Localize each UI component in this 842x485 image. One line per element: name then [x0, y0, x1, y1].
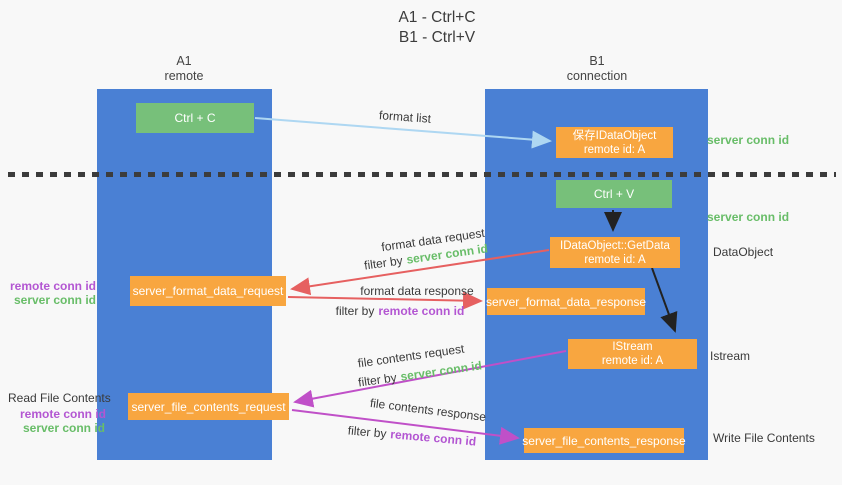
node-server-file-contents-response-label: server_file_contents_response	[522, 433, 686, 448]
filter-key-remote-conn-id: remote conn id	[389, 427, 477, 449]
edge-label-format-list: format list	[378, 108, 432, 126]
node-server-format-data-response-label: server_format_data_response	[485, 294, 647, 309]
dotted-divider	[8, 172, 836, 177]
node-save-idataobject-line2: remote id: A	[583, 143, 646, 156]
right-label-server-conn-id-2: server conn id	[707, 210, 790, 224]
right-label-dataobject: DataObject	[713, 245, 774, 259]
filter-prefix: filter by	[347, 423, 388, 441]
lane-b1-name: B1	[589, 54, 605, 68]
lane-header-b1: B1 connection	[547, 54, 647, 84]
node-ctrl-v: Ctrl + V	[556, 180, 672, 208]
lane-a1-subtitle: remote	[164, 69, 204, 83]
title-line-a1: A1 - Ctrl+C	[398, 9, 476, 26]
left-label-read-file-contents: Read File Contents	[8, 391, 111, 405]
node-ctrl-c: Ctrl + C	[136, 103, 254, 133]
node-getdata: IDataObject::GetData remote id: A	[550, 237, 680, 268]
right-label-istream: Istream	[710, 349, 751, 363]
node-server-file-contents-request: server_file_contents_request	[128, 393, 289, 420]
node-ctrl-v-label: Ctrl + V	[593, 187, 635, 201]
right-label-write-file-contents: Write File Contents	[713, 431, 815, 445]
node-server-format-data-request-label: server_format_data_request	[132, 284, 284, 298]
node-istream-line2: remote id: A	[601, 355, 664, 367]
left-label-server-conn-id-2: server conn id	[22, 421, 105, 435]
node-server-file-contents-request-label: server_file_contents_request	[131, 399, 286, 414]
node-server-file-contents-response: server_file_contents_response	[522, 428, 686, 453]
right-label-server-conn-id-1: server conn id	[707, 133, 790, 147]
diagram-title: A1 - Ctrl+C B1 - Ctrl+V	[32, 8, 842, 48]
node-getdata-line1: IDataObject::GetData	[560, 239, 670, 252]
node-getdata-line2: remote id: A	[584, 253, 646, 266]
filter-prefix: filter by	[357, 370, 398, 390]
title-line-b1: B1 - Ctrl+V	[398, 29, 476, 46]
node-save-idataobject: 保存IDataObject remote id: A	[556, 127, 673, 158]
left-conn-id-group-2: remote conn id server conn id	[20, 407, 107, 435]
lane-header-a1: A1 remote	[134, 54, 234, 84]
node-istream-line1: IStream	[612, 341, 653, 353]
edge-label-file-contents-response: file contents response	[369, 395, 487, 425]
left-label-server-conn-id-1: server conn id	[13, 293, 96, 307]
node-server-format-data-response: server_format_data_response	[485, 288, 647, 315]
left-label-remote-conn-id-1: remote conn id	[10, 279, 97, 293]
filter-prefix: filter by	[363, 253, 404, 273]
node-save-idataobject-line1: 保存IDataObject	[572, 129, 657, 142]
filter-prefix: filter by	[335, 304, 375, 318]
left-conn-id-group-1: remote conn id server conn id	[10, 279, 96, 307]
edge-label-format-data-response: format data response	[360, 284, 474, 298]
node-server-format-data-request: server_format_data_request	[130, 276, 286, 306]
node-istream: IStream remote id: A	[568, 339, 697, 369]
filter-key-remote-conn-id: remote conn id	[378, 304, 465, 318]
lane-a1-name: A1	[176, 54, 192, 68]
lane-b1-subtitle: connection	[566, 69, 628, 83]
left-label-remote-conn-id-2: remote conn id	[20, 407, 107, 421]
node-ctrl-c-label: Ctrl + C	[174, 111, 216, 125]
